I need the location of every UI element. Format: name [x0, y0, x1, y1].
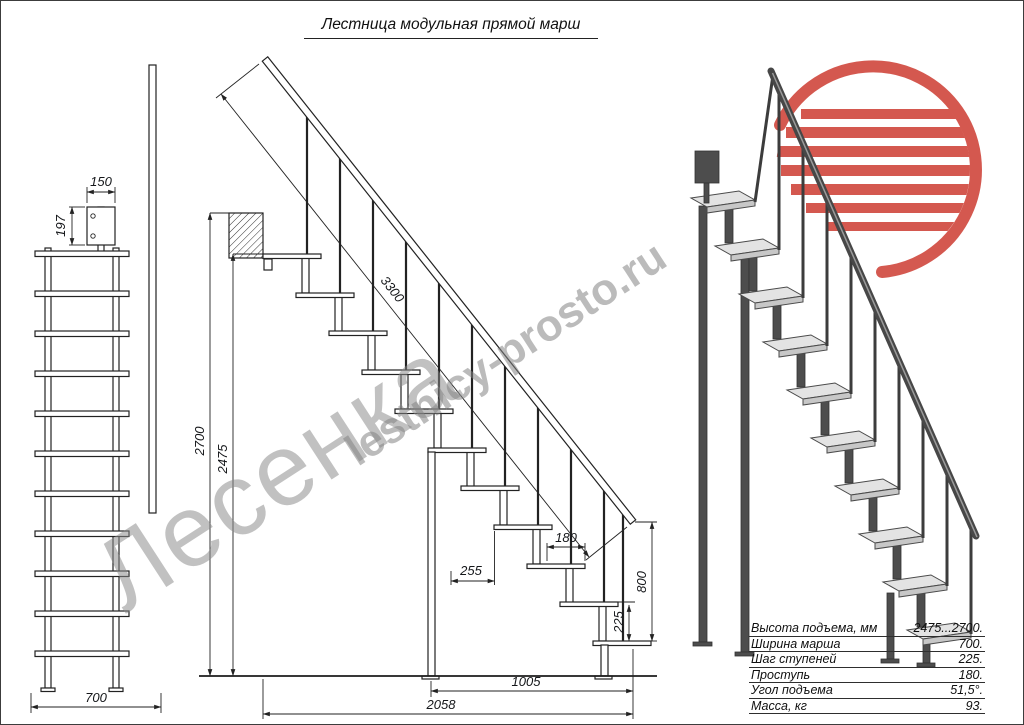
- dim-label-2058: 2058: [426, 697, 457, 712]
- handrail-highlight: [771, 72, 978, 538]
- bracket-stem-3d: [703, 182, 710, 204]
- foot-plate: [692, 641, 713, 647]
- dim-label-255: 255: [459, 563, 482, 578]
- front-view: 150 197 700: [30, 64, 162, 713]
- wall-hatch: [228, 212, 264, 259]
- wall-bracket-3d: [694, 150, 720, 184]
- dim-label-700: 700: [85, 690, 107, 705]
- logo-ring: [774, 60, 982, 278]
- spec-row: Угол подъема 51,5°.: [749, 684, 985, 699]
- spec-table: Высота подъема, мм 2475...2700. Ширина м…: [749, 621, 985, 714]
- spec-label: Ширина марша: [751, 636, 841, 651]
- spec-row: Масса, кг 93.: [749, 698, 985, 714]
- spec-label: Угол подъема: [751, 683, 833, 697]
- spec-value: 2475...2700.: [913, 621, 983, 635]
- spec-value: 51,5°.: [950, 683, 983, 697]
- bolt-icon: [90, 213, 96, 219]
- spec-label: Масса, кг: [751, 698, 807, 713]
- dim-label-1005: 1005: [512, 674, 542, 689]
- spec-row: Ширина марша 700.: [749, 636, 985, 652]
- spec-label: Высота подъема, мм: [751, 621, 878, 635]
- foot-plate: [880, 658, 900, 664]
- left-rail: [44, 247, 52, 689]
- wall-bracket-front: [86, 206, 116, 246]
- side-balusters: [305, 112, 625, 643]
- side-view: 3300: [192, 55, 657, 719]
- foot-plate: [108, 687, 124, 693]
- support-post-3d: [698, 205, 708, 643]
- support-post: [600, 644, 609, 677]
- dim-label-3300: 3300: [378, 273, 408, 306]
- brand-logo: [774, 60, 982, 278]
- logo-stripes: [776, 109, 970, 231]
- spec-row: Высота подъема, мм 2475...2700.: [749, 622, 985, 637]
- spec-value: 93.: [965, 698, 983, 713]
- iso-view: [690, 60, 982, 668]
- dim-label-2475: 2475: [215, 444, 230, 475]
- dim-label-150: 150: [90, 174, 112, 189]
- page-title: Лестница модульная прямой марш: [304, 16, 598, 39]
- wall-bracket-side: [263, 258, 273, 271]
- spec-row: Проступь 180.: [749, 667, 985, 683]
- foot-plate: [40, 687, 56, 693]
- dim-label-800: 800: [634, 570, 649, 592]
- foot-plate: [734, 651, 755, 657]
- dim-label-225: 225: [611, 610, 626, 633]
- spec-value: 700.: [958, 636, 983, 651]
- side-treads: [262, 253, 652, 647]
- spec-value: 180.: [958, 667, 983, 682]
- handrail-side: [261, 55, 637, 526]
- spec-label: Шаг ступеней: [751, 652, 837, 666]
- dim-label-180: 180: [555, 530, 577, 545]
- spec-row: Шаг ступеней 225.: [749, 653, 985, 668]
- spec-value: 225.: [958, 652, 983, 666]
- dim-label-197: 197: [53, 214, 68, 236]
- spec-label: Проступь: [751, 667, 811, 682]
- handrail-post-front: [148, 64, 157, 514]
- support-post: [427, 451, 436, 677]
- bolt-icon: [90, 233, 96, 239]
- dim-label-2700: 2700: [192, 426, 207, 457]
- right-rail: [112, 247, 120, 689]
- support-post-3d: [740, 253, 750, 653]
- iso-balusters: [753, 74, 973, 634]
